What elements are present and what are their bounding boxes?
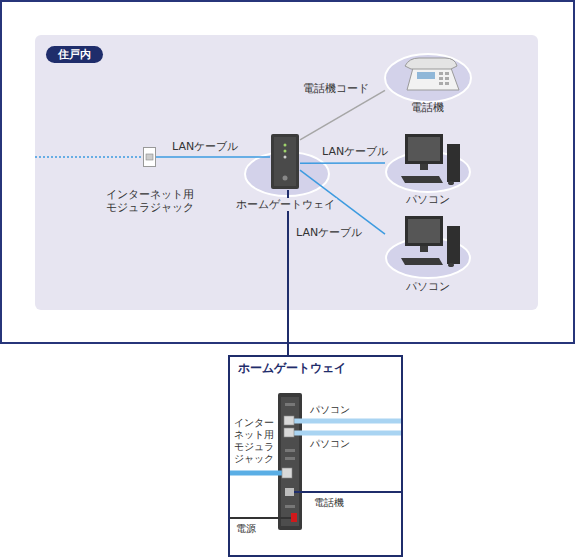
illustration-shape [271,134,299,189]
illustration-shape [292,419,401,424]
illustration-shape [292,491,401,493]
illustration-shape [408,219,440,243]
node-label: ホームゲートウェイ [234,198,337,211]
illustration-shape [407,68,459,90]
cable-label: LANケーブル [296,226,362,239]
illustration-shape [420,246,428,252]
illustration-shape [445,72,449,75]
illustration-shape [284,150,287,153]
illustration-shape [278,393,302,530]
illustration-shape [284,144,287,147]
illustration-shape [447,226,460,264]
cable-connector [300,90,385,139]
part-label: 電源 [236,523,256,535]
illustration-shape [284,428,294,437]
illustration-shape [35,35,538,310]
modular-jack: インターネット用 モジュラジャック [143,147,156,167]
illustration-shape [230,517,292,519]
part-label: パソコン [310,404,350,416]
illustration-shape [448,181,454,185]
illustration-shape [230,471,288,476]
illustration-shape [144,148,156,167]
illustration-shape [285,403,295,508]
room-region: 住戸内インターネット用 モジュラジャックホームゲートウェイ電話機パソコンパソコン [35,35,538,310]
illustration-shape [420,164,428,170]
illustration-shape [281,397,299,526]
telephone: 電話機 [385,52,470,100]
illustration-shape [401,176,443,183]
illustration-shape [285,403,295,406]
node-label: インターネット用 モジュラジャック [102,188,198,214]
pc-icon [385,130,470,190]
box-title: ホームゲートウェイ [238,362,346,375]
illustration-shape [439,77,443,80]
cable-label: LANケーブル [172,140,238,153]
part-label: インター ネット用 モジュラ ジャック [234,417,278,465]
illustration-shape [291,513,297,522]
illustration-shape [447,144,460,182]
node-label: 電話機 [409,101,446,114]
cable-label: 電話機コード [303,82,369,95]
illustration-shape [282,468,292,478]
illustration-shape [284,156,287,159]
illustration-shape [284,416,294,425]
illustration-shape [439,72,449,85]
illustration-shape [285,488,294,496]
illustration-shape [35,156,143,158]
region-title: 住戸内 [46,46,103,63]
illustration-shape [439,72,443,75]
illustration-shape [385,54,471,102]
illustration-shape [405,134,443,164]
illustration-shape [274,137,296,186]
illustration-shape [405,216,443,246]
cable-connector [156,156,270,158]
cable-label: LANケーブル [322,145,388,158]
telephone-icon [385,52,470,100]
illustration-shape [439,82,443,85]
gateway-detail-box: ホームゲートウェイパソコンパソコンインター ネット用 モジュラ ジャック電話機電… [228,355,403,557]
node-label: パソコン [404,280,452,293]
illustration-shape [146,154,153,160]
pc: パソコン [385,212,470,275]
illustration-shape [448,263,454,267]
modular-jack-icon [143,147,156,167]
part-label: パソコン [310,438,350,450]
cable-connector [287,190,289,355]
cable-connector [300,162,385,164]
illustration-shape [417,72,435,79]
pc: パソコン [385,130,470,190]
illustration-shape [292,431,401,436]
illustration-shape [285,449,295,452]
pc-icon [385,212,470,275]
part-label: 電話機 [314,497,344,509]
illustration-shape [285,505,295,508]
illustration-shape [285,457,295,460]
illustration-shape [408,137,440,161]
home-gateway: ホームゲートウェイ [270,133,300,190]
home-gateway-icon [270,133,300,190]
illustration-shape [283,176,288,181]
illustration-shape [445,82,449,85]
node-label: パソコン [404,193,452,206]
illustration-shape [445,77,449,80]
illustration-shape [401,258,443,265]
illustration-shape [405,58,457,69]
